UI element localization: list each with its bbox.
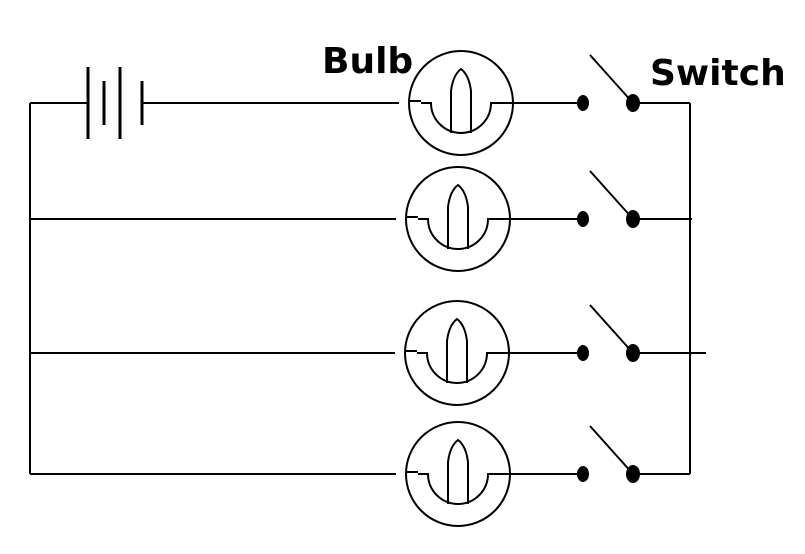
switch-4-contact-left	[577, 466, 589, 482]
switch-label: Switch	[650, 53, 786, 94]
switch-1	[577, 54, 640, 112]
switch-2-contact-left	[577, 211, 589, 227]
switches	[577, 54, 640, 483]
switch-3-contact-left	[577, 345, 589, 361]
bulb-3-filament	[446, 317, 468, 383]
bulb-1-filament	[450, 67, 472, 133]
bulb-2	[405, 166, 511, 272]
battery	[86, 67, 144, 139]
bulb-2-socket	[418, 218, 510, 250]
switch-2-lever	[589, 170, 634, 220]
switch-4	[577, 425, 640, 483]
bulbs	[404, 50, 514, 527]
switch-4-lever	[589, 425, 634, 475]
wires	[29, 102, 706, 475]
switch-3-lever	[589, 304, 634, 354]
switch-1-contact-left	[577, 95, 589, 111]
switch-2	[577, 170, 640, 228]
switch-1-lever	[589, 54, 634, 104]
bulb-1	[408, 50, 514, 156]
bulb-4	[405, 421, 511, 527]
bulb-3	[404, 300, 510, 406]
bulb-label: Bulb	[322, 41, 414, 82]
bulb-3-socket	[417, 352, 509, 384]
bulb-4-socket	[418, 473, 510, 505]
bulb-1-socket	[421, 102, 513, 134]
bulb-4-filament	[447, 438, 469, 504]
bulb-2-filament	[447, 183, 469, 249]
switch-3	[577, 304, 640, 362]
